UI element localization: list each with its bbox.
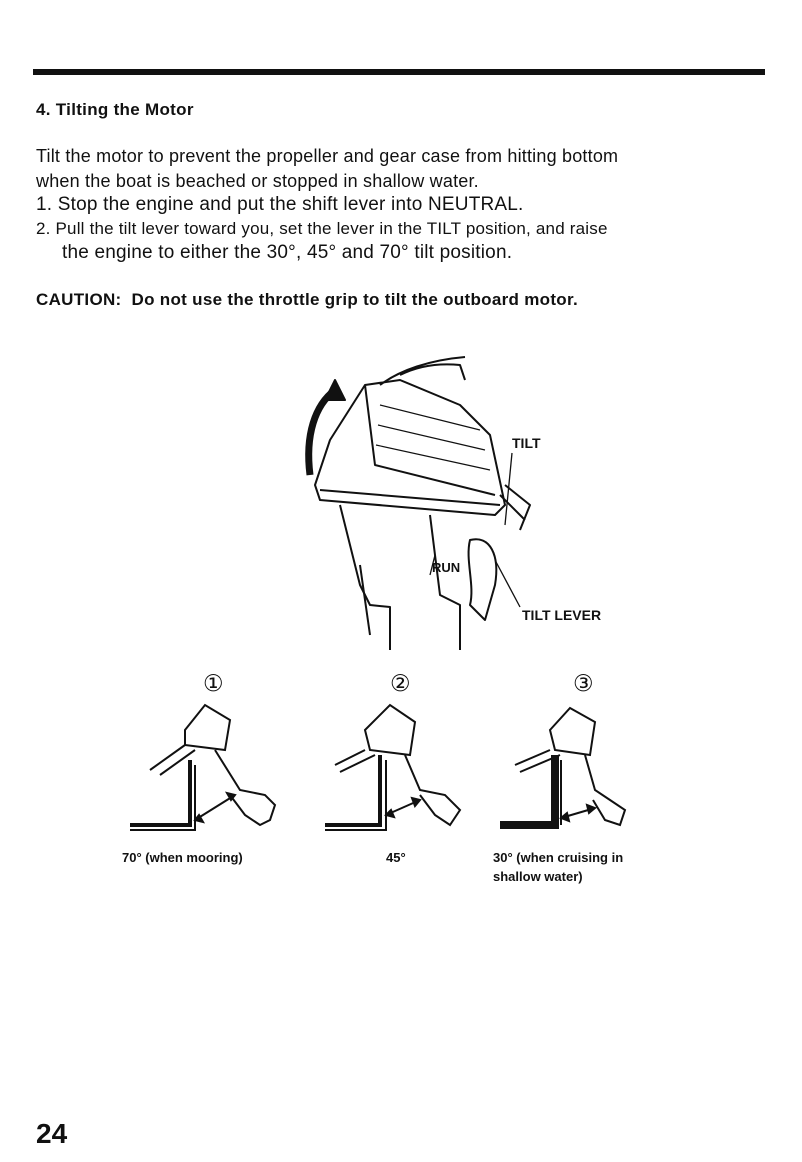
intro-line-1: Tilt the motor to prevent the propeller … — [36, 146, 619, 166]
caption-3-line-2: shallow water) — [493, 869, 583, 884]
motor-tilt-illustration: TILT RUN TILT LEVER — [305, 356, 601, 650]
caution-label: CAUTION: — [36, 290, 122, 309]
motor-position-diagram-1 — [130, 703, 277, 831]
caution-note: CAUTION: Do not use the throttle grip to … — [36, 290, 578, 310]
section-heading: 4. Tilting the Motor — [36, 100, 194, 119]
step-2: 2. Pull the tilt lever toward you, set t… — [36, 219, 608, 238]
position-number-2: ② — [390, 670, 411, 696]
motor-position-diagram-3 — [500, 706, 627, 829]
step-2-continuation: the engine to either the 30°, 45° and 70… — [62, 242, 513, 263]
step-1: 1. Stop the engine and put the shift lev… — [36, 194, 524, 215]
engine-cowling — [314, 379, 506, 516]
caption-3-line-1: 30° (when cruising in — [493, 850, 624, 865]
caption-2-line-1: 45° — [386, 850, 406, 865]
engine-lower-unit — [339, 504, 461, 650]
caption-1-line-1: 70° (when mooring) — [122, 850, 243, 865]
intro-line-2: when the boat is beached or stopped in s… — [36, 171, 479, 191]
top-rule — [33, 69, 765, 75]
caption-position-2: 45° — [386, 848, 406, 867]
tilt-label: TILT — [512, 435, 541, 451]
tilt-lever-shape — [467, 538, 498, 621]
caption-position-3: 30° (when cruising in shallow water) — [493, 848, 623, 886]
caution-text: Do not use the throttle grip to tilt the… — [131, 290, 578, 309]
tilt-lever-label: TILT LEVER — [522, 607, 601, 623]
position-number-3: ③ — [573, 670, 594, 696]
motor-position-diagram-2 — [325, 703, 462, 831]
position-number-1: ① — [203, 670, 224, 696]
page-number: 24 — [36, 1118, 68, 1149]
run-label: RUN — [432, 560, 460, 575]
hand-outline — [379, 356, 466, 386]
transom-line — [130, 760, 192, 827]
caption-position-1: 70° (when mooring) — [122, 848, 243, 867]
